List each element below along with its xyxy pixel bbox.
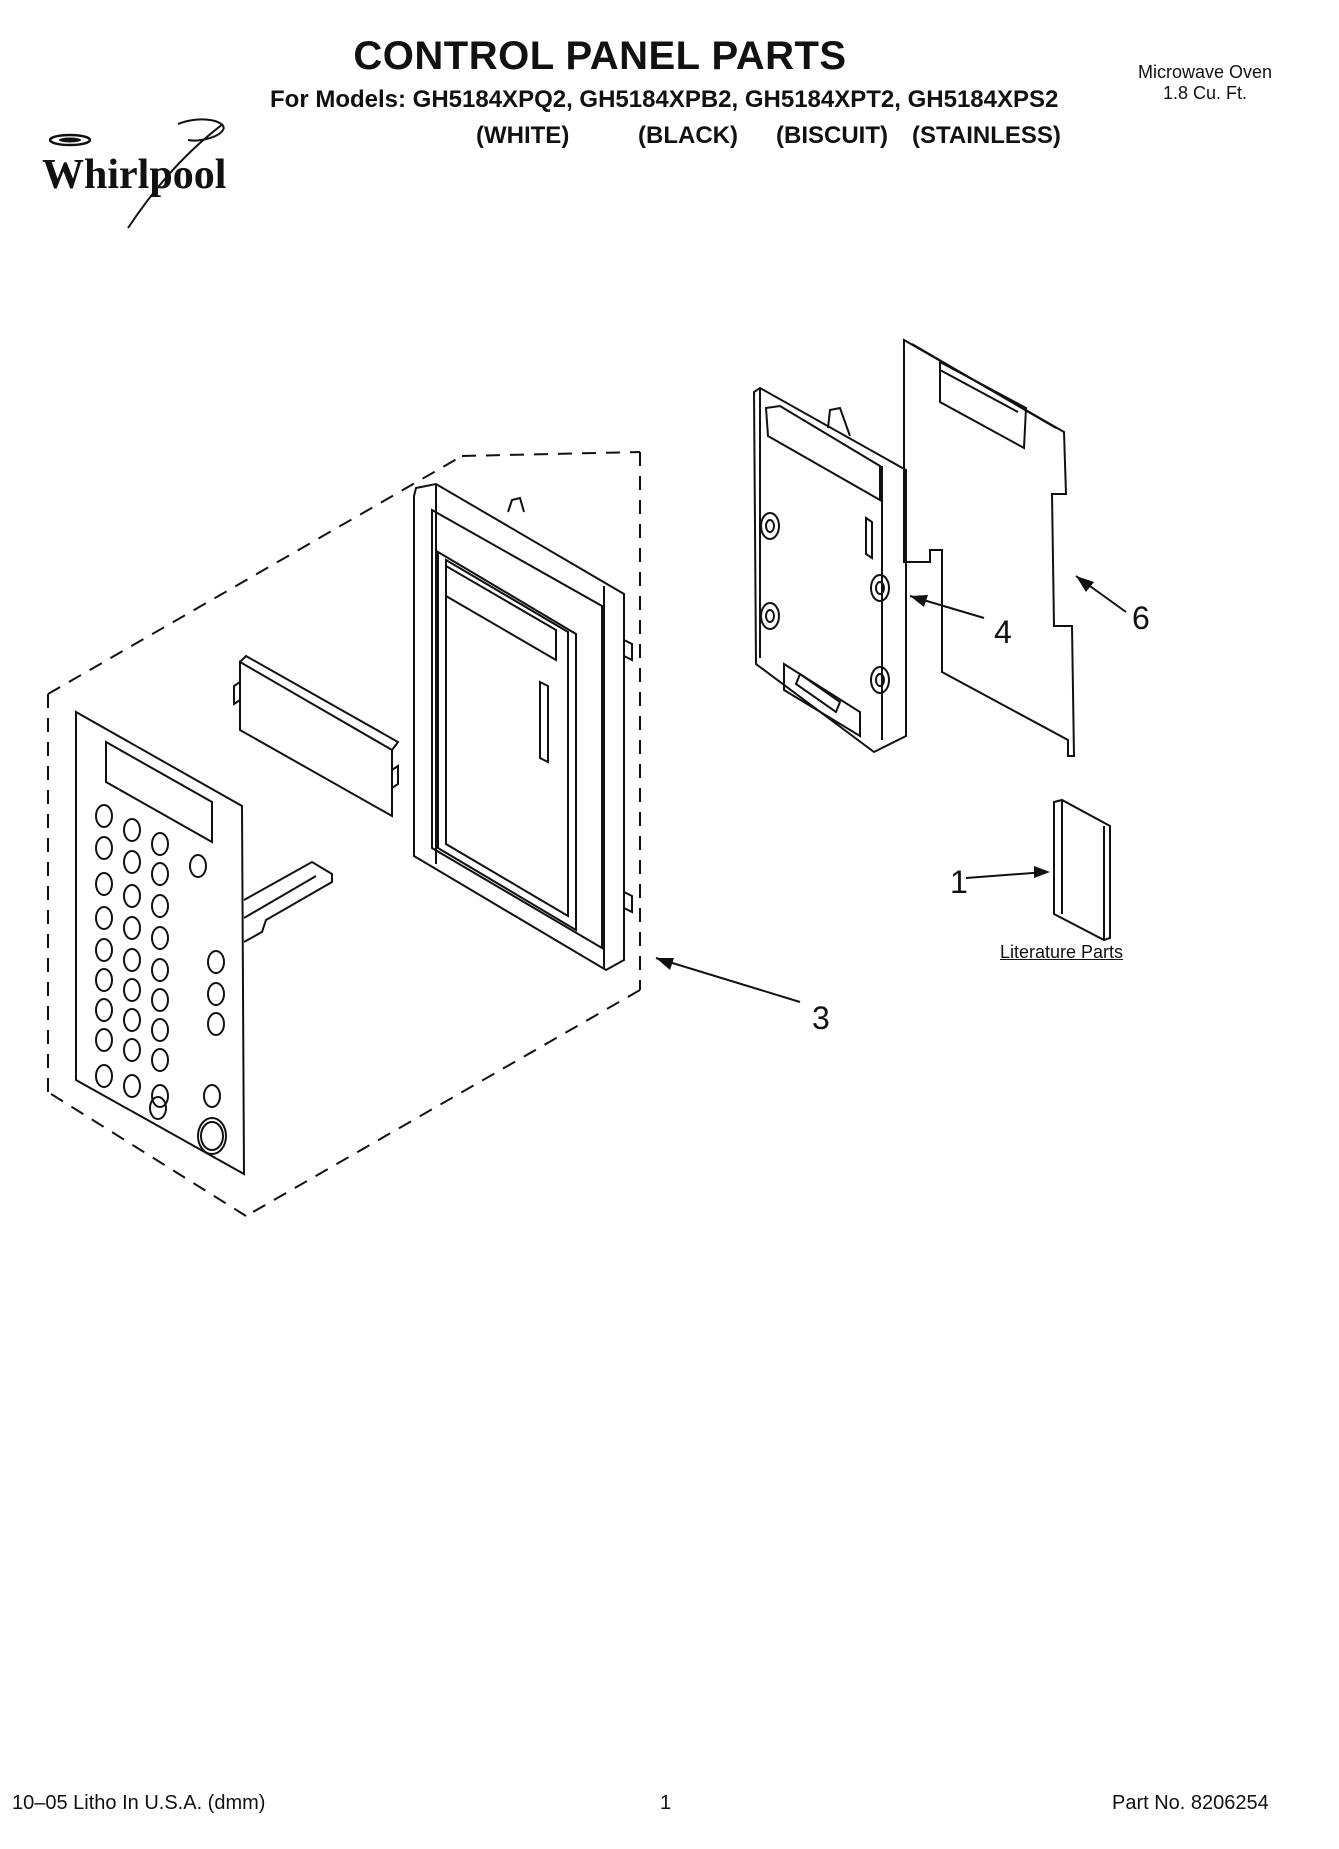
footer-page-number: 1 [660, 1792, 672, 1814]
color-biscuit: (BISCUIT) [776, 122, 888, 149]
footer-part-number: Part No. 8206254 [1112, 1792, 1269, 1814]
whirlpool-logo-icon: Whirlpool [42, 118, 226, 229]
keypad-buttons [95, 804, 227, 1155]
logo-wordmark: Whirlpool [42, 152, 226, 198]
color-black: (BLACK) [638, 122, 738, 149]
arrow-heads [656, 576, 1094, 970]
product-type: Microwave Oven [1137, 62, 1273, 82]
footer-litho: 10–05 Litho In U.S.A. (dmm) [12, 1792, 266, 1814]
ribbon-cable [243, 860, 333, 943]
whirlpool-logo: Whirlpool [28, 118, 268, 243]
color-white: (WHITE) [476, 122, 570, 149]
models-line: For Models: GH5184XPQ2, GH5184XPB2, GH51… [270, 86, 1059, 113]
literature-parts-label: Literature Parts [1000, 942, 1124, 962]
leader-lines [655, 575, 1127, 1003]
display-window [105, 740, 213, 844]
control-panel-frame [413, 482, 633, 972]
product-info: Microwave Oven 1.8 Cu. Ft. [1090, 62, 1320, 104]
chip [939, 360, 1028, 450]
control-housing [752, 386, 907, 754]
keypad-membrane [75, 710, 333, 1176]
callout-4: 4 [994, 614, 1012, 650]
page-title: CONTROL PANEL PARTS [353, 34, 847, 78]
assembly-dashed-outline [47, 451, 641, 1217]
callout-3: 3 [812, 1000, 830, 1036]
callout-6: 6 [1132, 600, 1150, 636]
color-stainless: (STAINLESS) [912, 122, 1061, 149]
window-film [233, 654, 400, 818]
product-capacity: 1.8 Cu. Ft. [1162, 83, 1248, 103]
circuit-board [903, 338, 1076, 757]
literature-booklet [1053, 798, 1111, 942]
callout-1: 1 [950, 864, 968, 900]
frame-display-window [445, 564, 557, 662]
